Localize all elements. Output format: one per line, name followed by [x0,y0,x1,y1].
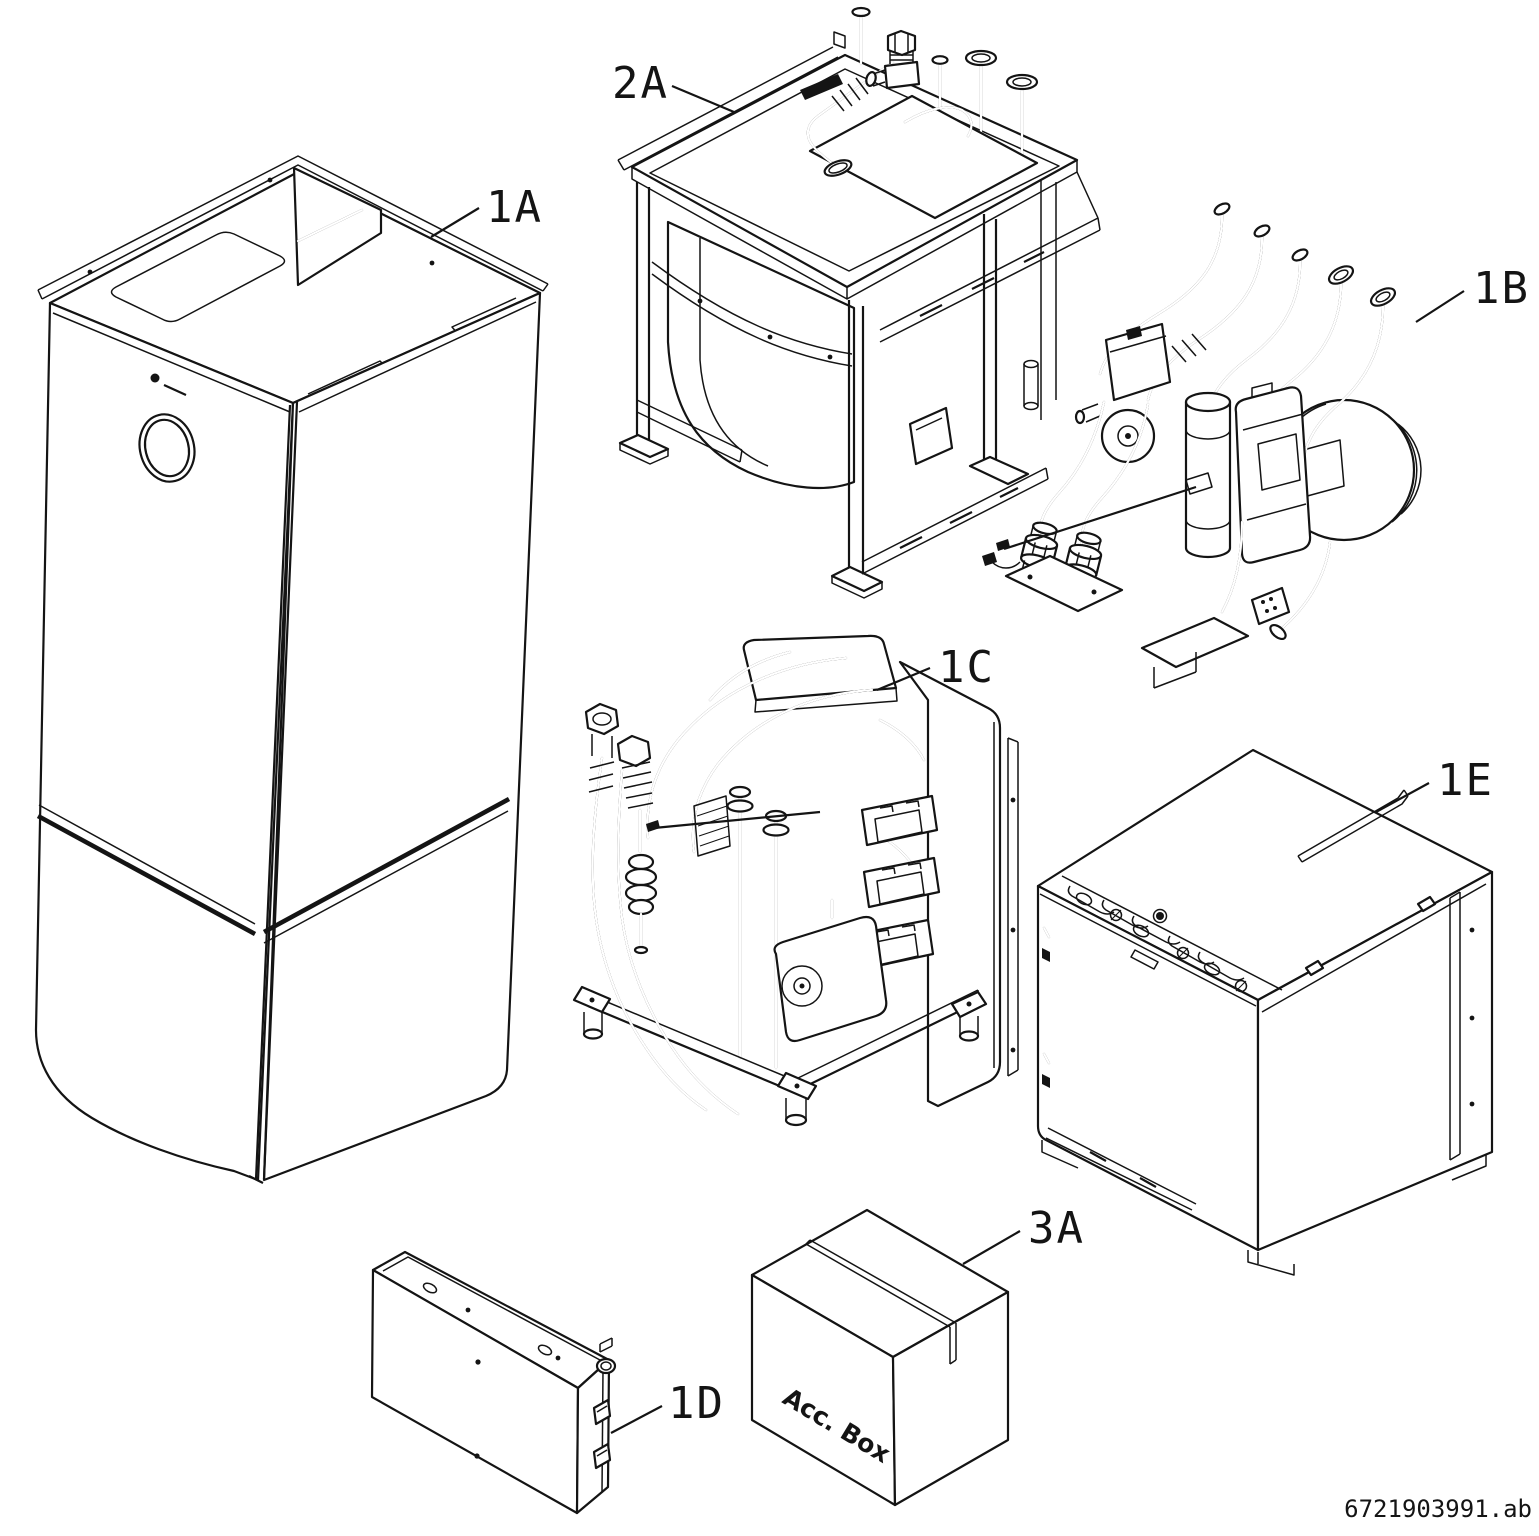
callout-labels: 1A 2A 1B 1C 1E 1D 3A [430,58,1530,1434]
panel-seam [36,813,257,937]
callout-1e: 1E [1375,755,1494,813]
tee-valve-fitting [865,29,921,90]
part-label: 3A [1028,1203,1085,1254]
part-label: 1E [1437,755,1494,806]
air-vent-float-valve [616,734,658,955]
callout-1b: 1B [1415,263,1530,323]
inverter-box [860,794,939,847]
valve-lever [800,74,843,100]
control-knob-ring [138,413,196,483]
callout-2a: 2A [612,58,735,114]
leader-line [430,207,480,238]
circulation-pump [1074,322,1172,464]
leader-line [1415,290,1465,323]
callout-3a: 3A [962,1203,1085,1265]
callout-1c: 1C [876,642,995,693]
part-label: 1A [486,182,543,233]
part-label: 1C [938,642,995,693]
part-electronics-box [370,1250,617,1515]
callout-1a: 1A [430,182,543,238]
part-frame-assembly [617,6,1101,599]
doc-number: 6721903991.ab [1344,1495,1532,1523]
leader-line [1375,782,1430,813]
part-insulation-enclosure [1036,748,1494,1276]
part-hydraulic-assembly [982,202,1422,689]
leader-line [962,1230,1021,1265]
part-label: 1B [1473,263,1530,314]
part-label: 1D [668,1378,725,1429]
leader-line [610,1405,663,1434]
part-compressor-module [572,634,1019,1127]
brand-logo-icon [150,373,187,397]
leader-line [671,84,735,114]
callout-1d: 1D [610,1378,725,1434]
leader-line [876,666,931,692]
part-accessory-box: Acc. Box [750,1208,1010,1507]
inverter-box [862,856,941,909]
compressor [773,898,888,1043]
part-casing-cabinet [34,155,549,1184]
part-label: 2A [612,58,669,109]
hose-union-nut [584,702,620,758]
